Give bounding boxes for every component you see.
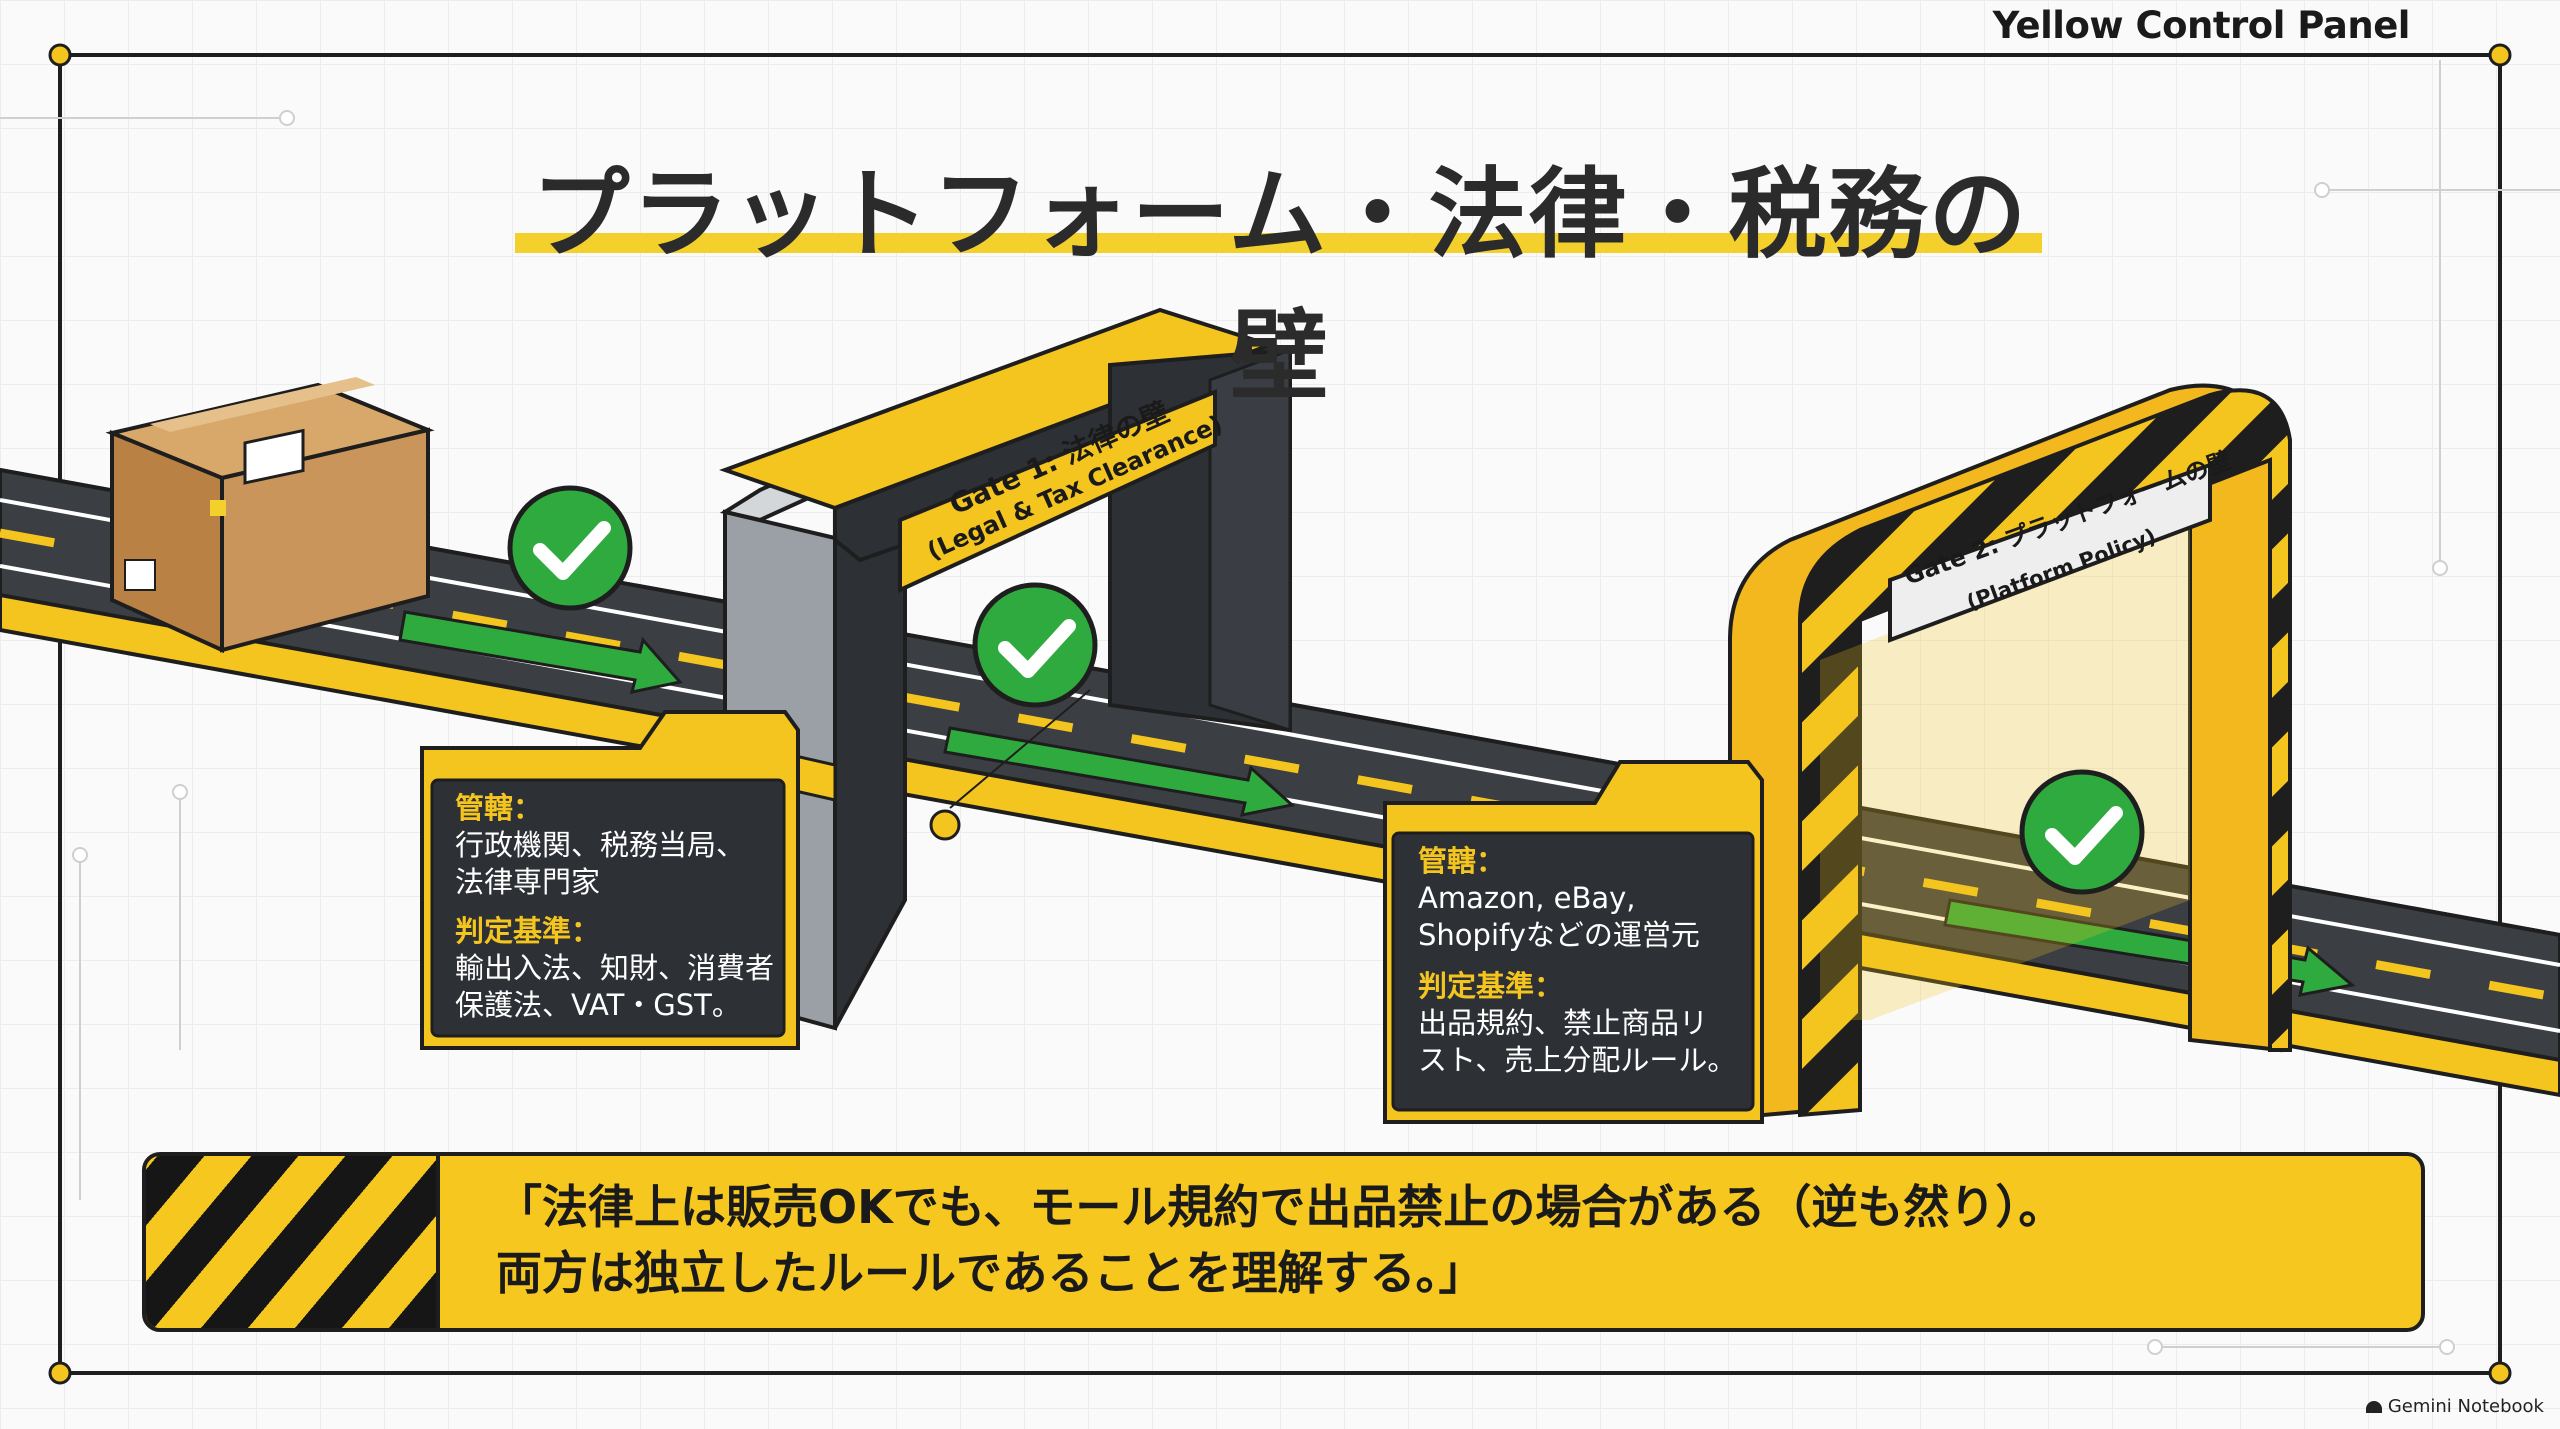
notebook-logo-icon <box>2365 1400 2382 1413</box>
card1-jurisdiction-line: 行政機関、税務当局、 <box>455 828 746 862</box>
page-title: プラットフォーム・法律・税務の壁 <box>531 158 2029 414</box>
card1-criteria-line: 保護法、VAT・GST。 <box>455 988 741 1022</box>
card2-jurisdiction-line: Amazon, eBay, <box>1418 881 1636 915</box>
title-underline <box>515 233 2042 253</box>
card2-content: 管轄： Amazon, eBay, Shopifyなどの運営元 判定基準： 出品… <box>1418 843 1753 1079</box>
card1-jurisdiction-line: 法律専門家 <box>455 865 601 899</box>
check-icon-1 <box>507 485 633 611</box>
hazard-stripes <box>146 1156 440 1328</box>
banner-text: 「法律上は販売OKでも、モール規約で出品禁止の場合がある（逆も然り）。 両方は独… <box>496 1174 2381 1306</box>
gate1-structure <box>719 307 1292 1031</box>
banner-line-1: 「法律上は販売OKでも、モール規約で出品禁止の場合がある（逆も然り）。 <box>496 1180 2065 1234</box>
card1-criteria-line: 輸出入法、知財、消費者 <box>455 951 775 985</box>
card1-content: 管轄： 行政機関、税務当局、 法律専門家 判定基準： 輸出入法、知財、消費者 保… <box>455 790 785 1024</box>
card1-criteria-label: 判定基準： <box>455 914 601 948</box>
card2-criteria-line: 出品規約、禁止商品リ <box>1418 1006 1709 1040</box>
card2-jurisdiction-line: Shopifyなどの運営元 <box>1418 918 1700 952</box>
folder-card-1 <box>420 710 800 1050</box>
footer-logo: Gemini Notebook <box>2365 1396 2544 1417</box>
card2-criteria-label: 判定基準： <box>1418 969 1564 1003</box>
card2-jurisdiction-label: 管轄： <box>1418 844 1506 878</box>
brand-label: Yellow Control Panel <box>1992 4 2411 47</box>
check-icon-2 <box>949 582 1098 809</box>
card2-criteria-line: スト、売上分配ルール。 <box>1418 1043 1737 1077</box>
banner-line-2: 両方は独立したルールであることを理解する。」 <box>496 1246 1485 1300</box>
card1-jurisdiction-label: 管轄： <box>455 791 543 825</box>
folder-card-2 <box>1383 760 1764 1124</box>
check-icon-3 <box>2019 769 2145 895</box>
frame <box>0 43 2560 1385</box>
gate2-structure <box>1728 383 2292 1121</box>
key-message-banner: 「法律上は販売OKでも、モール規約で出品禁止の場合がある（逆も然り）。 両方は独… <box>142 1152 2425 1332</box>
footer-logo-text: Gemini Notebook <box>2387 1396 2544 1417</box>
package-box-icon <box>105 377 435 654</box>
